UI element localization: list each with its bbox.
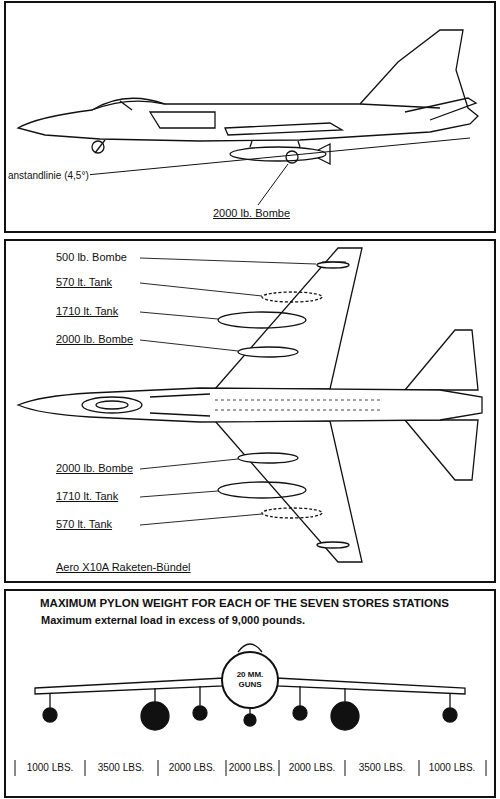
weight-label: 1000 LBS. bbox=[428, 762, 477, 774]
store-label: 2000 lb. Bombe bbox=[55, 462, 134, 475]
store-label: 500 lb. Bombe bbox=[55, 251, 128, 264]
panel-title: MAXIMUM PYLON WEIGHT FOR EACH OF THE SEV… bbox=[40, 597, 449, 610]
store-label: 570 lt. Tank bbox=[55, 276, 113, 289]
weight-label: 3500 LBS. bbox=[358, 762, 407, 774]
store-label: 1710 lt. Tank bbox=[55, 490, 119, 503]
subtitle: Maximum external load in excess of 9,000… bbox=[40, 614, 306, 627]
store-label: 1710 lt. Tank bbox=[55, 305, 119, 318]
weight-label: 2000 LBS. bbox=[168, 762, 217, 774]
datum-line-label: anstandlinie (4,5°) bbox=[7, 170, 90, 182]
panel-frame bbox=[5, 590, 495, 797]
panel-frame bbox=[5, 2, 495, 232]
store-label: 2000 lb. Bombe bbox=[212, 207, 291, 220]
store-label: Aero X10A Raketen-Bündel bbox=[55, 561, 192, 574]
weight-label: 3500 LBS. bbox=[97, 762, 146, 774]
weight-label: 2000 LBS. bbox=[288, 762, 337, 774]
store-label: 2000 lb. Bombe bbox=[55, 333, 134, 346]
weight-label: 1000 LBS. bbox=[26, 762, 75, 774]
store-label: 570 lt. Tank bbox=[55, 518, 113, 531]
gun-fuselage-circle: 20 MM. GUNS bbox=[221, 651, 279, 709]
panel-frame bbox=[5, 240, 495, 582]
front-view bbox=[15, 644, 486, 776]
gun-label: 20 MM. GUNS bbox=[230, 670, 270, 689]
top-view bbox=[18, 248, 482, 562]
weight-label: 2000 LBS. bbox=[228, 762, 277, 774]
